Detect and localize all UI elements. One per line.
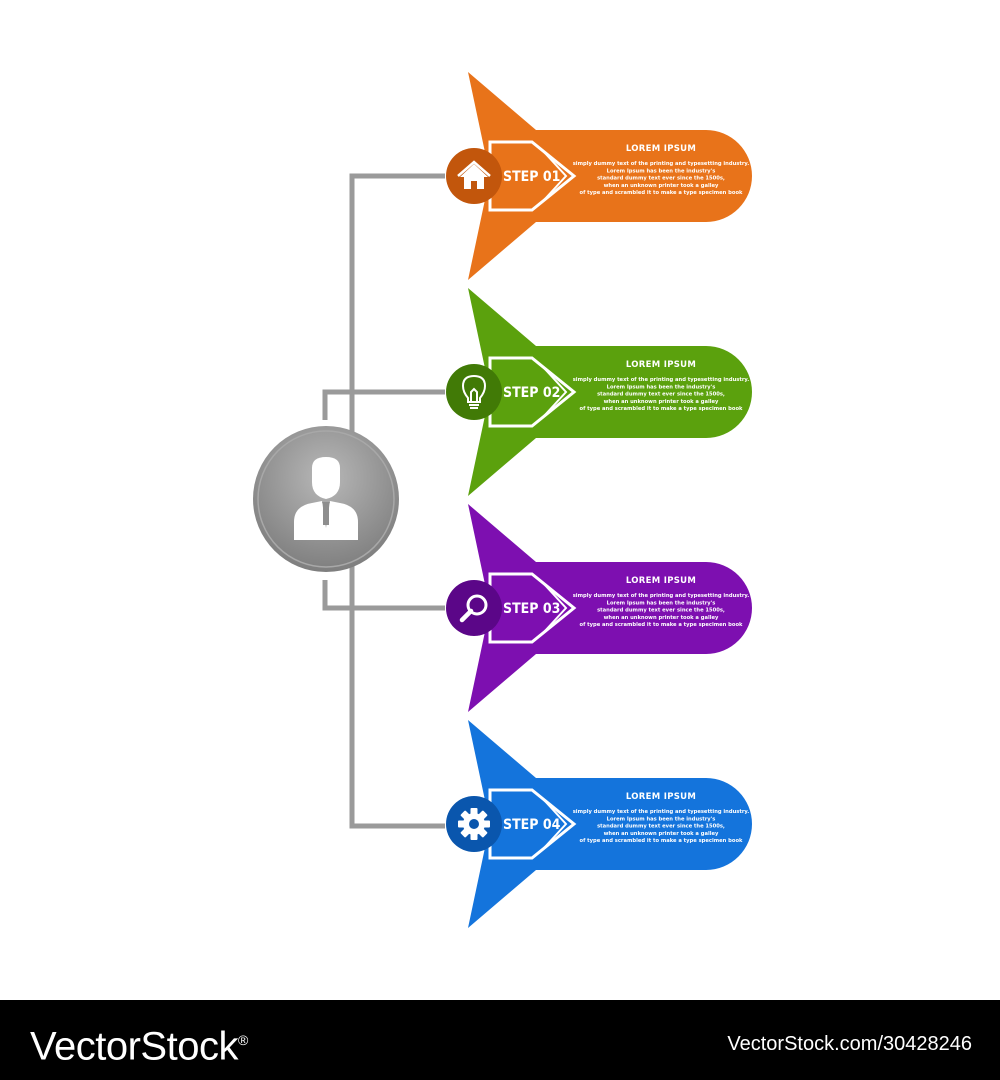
card-text-line: standard dummy text ever since the 1500s…	[597, 824, 725, 830]
infographic: STEP 01 LOREM IPSUM simply dummy text of…	[253, 72, 752, 928]
lightbulb-icon	[461, 374, 487, 409]
card-text-line: when an unknown printer took a galley	[604, 183, 719, 189]
step-label: STEP 02	[503, 385, 560, 401]
center-node	[253, 426, 399, 572]
card-text-line: simply dummy text of the printing and ty…	[573, 809, 750, 815]
step-4: STEP 04 LOREM IPSUM simply dummy text of…	[446, 720, 752, 928]
step-label: STEP 01	[503, 169, 560, 185]
image-id: VectorStock.com/30428246	[727, 1033, 972, 1055]
card-text-line: standard dummy text ever since the 1500s…	[597, 392, 725, 398]
card-text-line: standard dummy text ever since the 1500s…	[597, 176, 725, 182]
card-text-line: when an unknown printer took a galley	[604, 831, 719, 837]
step-icon-circle	[446, 364, 502, 420]
card-text-line: Lorem Ipsum has been the industry's	[607, 816, 716, 822]
card-title: LOREM IPSUM	[626, 792, 696, 802]
step-3: STEP 03 LOREM IPSUM simply dummy text of…	[446, 504, 752, 712]
businessman-icon	[294, 457, 358, 540]
step-1: STEP 01 LOREM IPSUM simply dummy text of…	[446, 72, 752, 280]
registered-mark: ®	[237, 1032, 248, 1048]
home-icon	[457, 160, 491, 189]
card-title: LOREM IPSUM	[626, 360, 696, 370]
card-text-line: simply dummy text of the printing and ty…	[573, 377, 750, 383]
card-title: LOREM IPSUM	[626, 144, 696, 154]
card-text-line: of type and scrambled it to make a type …	[580, 406, 743, 412]
brand-name: VectorStock	[30, 1024, 238, 1069]
step-arrow-shape	[468, 504, 752, 712]
footer-bar: VectorStock® VectorStock.com/30428246	[0, 1000, 1000, 1080]
gear-icon	[458, 808, 490, 840]
step-arrow-outline-inner	[543, 583, 568, 633]
step-label: STEP 03	[503, 601, 560, 617]
card-text-line: simply dummy text of the printing and ty…	[573, 161, 750, 167]
card-title: LOREM IPSUM	[626, 576, 696, 586]
connector-step-3	[322, 580, 445, 611]
card-text-line: Lorem Ipsum has been the industry's	[607, 384, 716, 390]
step-arrow-outline-inner	[543, 151, 568, 201]
card-text-line: of type and scrambled it to make a type …	[580, 622, 743, 628]
card-text-line: Lorem Ipsum has been the industry's	[607, 600, 716, 606]
step-arrow-outline-inner	[543, 367, 568, 417]
step-arrow-shape	[468, 288, 752, 496]
card-text-line: of type and scrambled it to make a type …	[580, 838, 743, 844]
brand-logo: VectorStock®	[30, 1014, 248, 1072]
search-icon	[459, 594, 488, 623]
card-text-line: of type and scrambled it to make a type …	[580, 190, 743, 196]
card-text-line: standard dummy text ever since the 1500s…	[597, 608, 725, 614]
step-arrow-shape	[468, 72, 752, 280]
connector-step-2	[322, 389, 445, 420]
card-text-line: when an unknown printer took a galley	[604, 399, 719, 405]
card-text-line: when an unknown printer took a galley	[604, 615, 719, 621]
card-text-line: Lorem Ipsum has been the industry's	[607, 168, 716, 174]
step-2: STEP 02 LOREM IPSUM simply dummy text of…	[446, 288, 752, 496]
step-icon-circle	[446, 580, 502, 636]
step-arrow-outline-inner	[543, 799, 568, 849]
step-label: STEP 04	[503, 817, 561, 833]
card-text-line: simply dummy text of the printing and ty…	[573, 593, 750, 599]
step-arrow-shape	[468, 720, 752, 928]
